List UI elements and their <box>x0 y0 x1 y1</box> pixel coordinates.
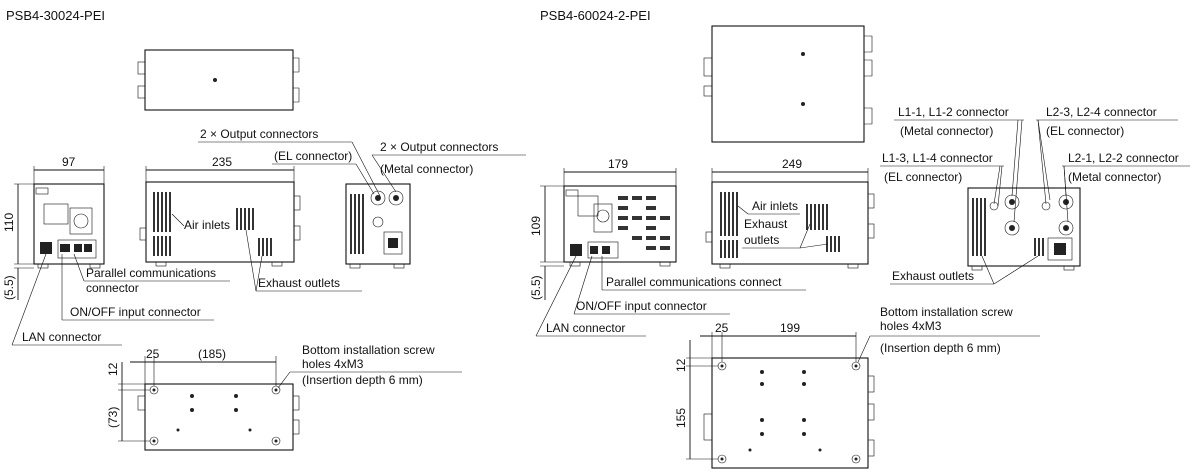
right-front-view <box>563 185 677 267</box>
left-dim-25: 25 <box>146 347 160 361</box>
right-label-l21-sub: (Metal connector) <box>1068 170 1161 184</box>
left-label-out-el-sub: (EL connector) <box>274 149 352 163</box>
right-title: PSB4-60024-2-PEI <box>540 8 651 23</box>
right-label-exhaust-b: outlets <box>744 233 779 247</box>
left-label-out-metal-sub: (Metal connector) <box>380 162 473 176</box>
left-label-screw3: (Insertion depth 6 mm) <box>302 373 423 387</box>
left-label-parallel2: connector <box>86 281 139 295</box>
right-callouts: L1-1, L1-2 connector (Metal connector) L… <box>535 105 1190 363</box>
right-label-onoff: ON/OFF input connector <box>576 299 707 313</box>
right-label-screw1: Bottom installation screw <box>880 305 1013 319</box>
left-dim-height: 110 <box>2 213 16 232</box>
right-dim-width: 179 <box>608 157 628 171</box>
left-label-lan: LAN connector <box>22 330 101 344</box>
right-dimensions: 179 249 109 (5.5) 25 199 12 155 <box>529 157 869 460</box>
right-label-l21: L2-1, L2-2 connector <box>1068 151 1179 165</box>
right-dim-25: 25 <box>715 321 729 335</box>
left-dim-12: 12 <box>106 362 120 376</box>
right-label-exhaust-a: Exhaust <box>744 217 788 231</box>
left-bottom-view <box>137 383 300 451</box>
left-label-screw1: Bottom installation screw <box>302 343 435 357</box>
right-label-l13-sub: (EL connector) <box>884 170 962 184</box>
left-dim-185: (185) <box>198 347 226 361</box>
left-front-view <box>33 183 105 269</box>
right-label-exhaust-rear: Exhaust outlets <box>892 269 974 283</box>
left-label-out-metal: 2 × Output connectors <box>380 140 498 154</box>
right-dim-199: 199 <box>780 321 800 335</box>
right-label-l11: L1-1, L1-2 connector <box>898 105 1009 119</box>
right-label-screw3: (Insertion depth 6 mm) <box>880 341 1001 355</box>
left-dim-depth: 235 <box>212 155 232 169</box>
left-top-view <box>137 49 300 111</box>
left-label-out-el: 2 × Output connectors <box>200 127 318 141</box>
left-label-air: Air inlets <box>184 218 230 232</box>
right-dim-foot: (5.5) <box>529 275 543 300</box>
right-dim-depth: 249 <box>782 157 802 171</box>
right-label-lan: LAN connector <box>546 321 625 335</box>
right-dim-12: 12 <box>674 358 688 372</box>
left-label-onoff: ON/OFF input connector <box>70 305 201 319</box>
right-rear-view <box>967 187 1081 271</box>
right-bottom-view <box>703 357 875 469</box>
right-side-view <box>705 181 875 269</box>
right-dim-height: 109 <box>529 216 543 236</box>
right-dim-155: 155 <box>674 408 688 428</box>
left-label-parallel: Parallel communications <box>86 266 216 280</box>
left-dim-width: 97 <box>62 155 76 169</box>
left-side-view <box>139 181 301 267</box>
right-label-l11-sub: (Metal connector) <box>900 124 993 138</box>
left-dim-foot: (5.5) <box>2 275 16 300</box>
right-label-air: Air inlets <box>752 199 798 213</box>
right-label-screw2: holes 4xM3 <box>880 319 942 333</box>
left-title: PSB4-30024-PEI <box>6 8 105 23</box>
right-label-l23-sub: (EL connector) <box>1046 124 1124 138</box>
right-label-l23: L2-3, L2-4 connector <box>1046 105 1157 119</box>
right-label-l13: L1-3, L1-4 connector <box>882 151 993 165</box>
left-callouts: 2 × Output connectors (EL connector) 2 ×… <box>11 127 526 389</box>
left-label-screw2: holes 4xM3 <box>302 357 364 371</box>
right-label-parallel: Parallel communications connect <box>606 275 782 289</box>
left-rear-view <box>345 183 411 269</box>
left-label-exhaust: Exhaust outlets <box>258 276 340 290</box>
left-dimensions: 97 235 110 (5.5) 25 (185) 12 (73) <box>2 155 295 442</box>
right-top-view <box>703 25 873 143</box>
left-dim-73: (73) <box>106 407 120 428</box>
